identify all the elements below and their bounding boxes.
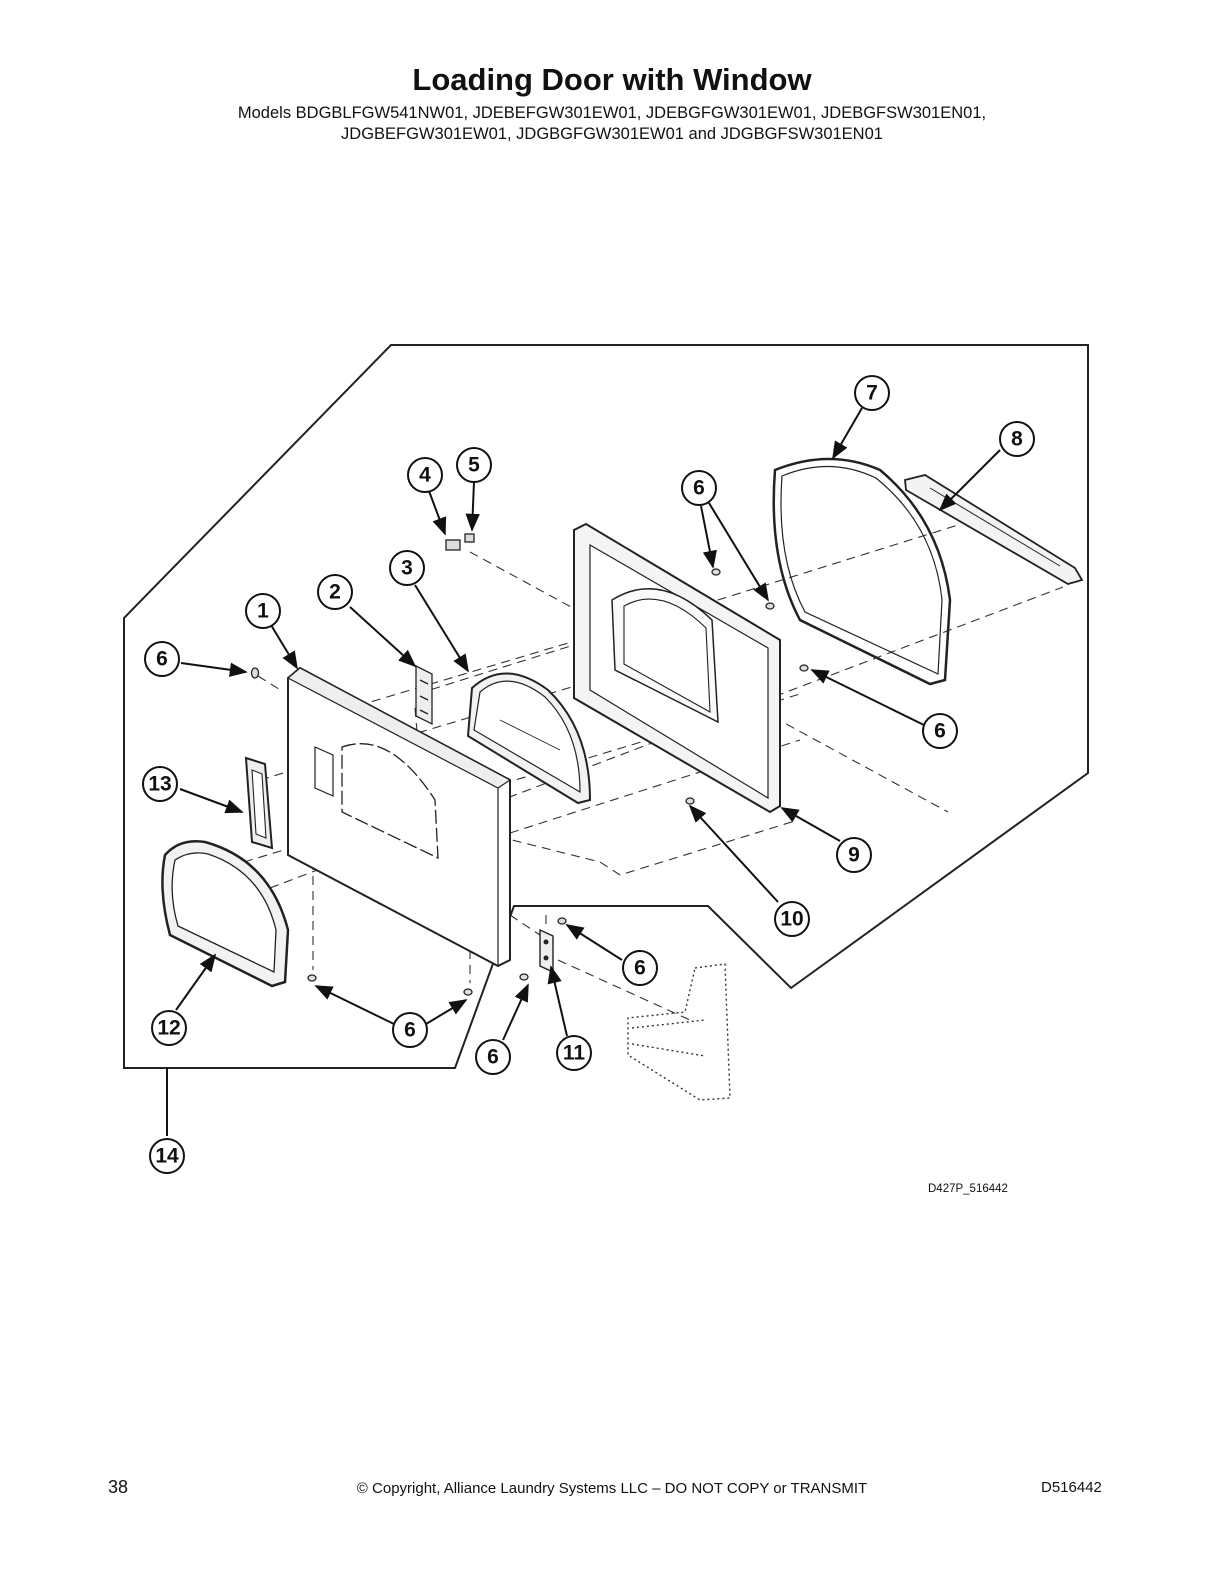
callout-9: 9 bbox=[848, 844, 860, 867]
document-number: D516442 bbox=[1041, 1479, 1102, 1496]
callout-5: 5 bbox=[468, 454, 480, 477]
door-handle bbox=[904, 474, 1084, 585]
models-line-2: JDGBEFGW301EW01, JDGBGFGW301EW01 and JDG… bbox=[341, 125, 883, 143]
door-gasket bbox=[772, 457, 952, 686]
assembly-boundary bbox=[123, 344, 1089, 1069]
models-line-1: Models BDGBLFGW541NW01, JDEBEFGW301EW01,… bbox=[237, 104, 987, 122]
outer-window-trim bbox=[161, 840, 290, 988]
callout-leaders bbox=[166, 407, 1001, 1136]
callout-13: 13 bbox=[148, 773, 171, 796]
callout-6-left: 6 bbox=[156, 648, 168, 671]
hinge-bracket bbox=[415, 664, 433, 726]
callout-6-top: 6 bbox=[693, 477, 705, 500]
callout-circles bbox=[142, 375, 1035, 1174]
door-frame bbox=[573, 522, 781, 814]
hinge-plate bbox=[539, 928, 554, 974]
callout-1: 1 bbox=[257, 600, 269, 623]
callout-3: 3 bbox=[401, 557, 413, 580]
callout-7: 7 bbox=[866, 382, 878, 405]
models-list: Models BDGBLFGW541NW01, JDEBEFGW301EW01,… bbox=[0, 103, 1224, 145]
inner-window bbox=[466, 672, 592, 805]
callout-4: 4 bbox=[419, 464, 431, 487]
callout-14: 14 bbox=[155, 1145, 179, 1168]
callout-6-right: 6 bbox=[934, 720, 946, 743]
screws bbox=[250, 568, 809, 996]
callout-12: 12 bbox=[157, 1017, 180, 1040]
copyright-notice: © Copyright, Alliance Laundry Systems LL… bbox=[356, 1480, 868, 1497]
callout-8: 8 bbox=[1011, 428, 1023, 451]
callout-6-hinge-top: 6 bbox=[634, 957, 646, 980]
callout-6-bottom: 6 bbox=[404, 1019, 416, 1042]
callout-2: 2 bbox=[329, 581, 341, 604]
door-panel bbox=[286, 666, 512, 968]
strike-clip bbox=[445, 533, 475, 551]
handle-recess bbox=[244, 756, 274, 850]
drawing-id: D427P_516442 bbox=[928, 1183, 1008, 1195]
callout-11: 11 bbox=[563, 1042, 586, 1065]
callout-10: 10 bbox=[780, 908, 803, 931]
page-number: 38 bbox=[108, 1477, 129, 1497]
callout-6-hinge-bottom: 6 bbox=[487, 1046, 499, 1069]
page-title: Loading Door with Window bbox=[412, 62, 812, 97]
cabinet-reference bbox=[627, 963, 731, 1101]
